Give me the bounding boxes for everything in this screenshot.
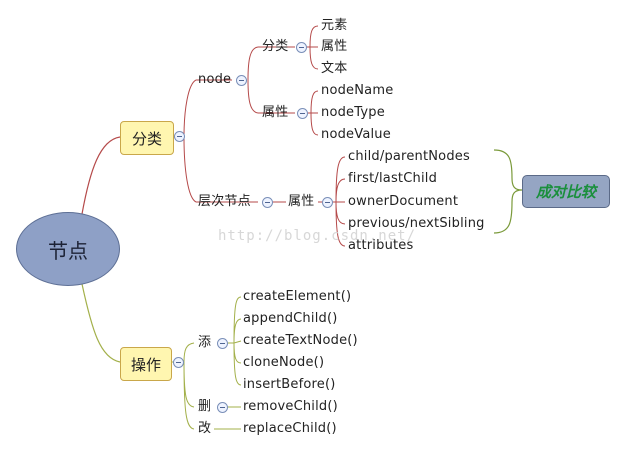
add-item[interactable]: cloneNode() xyxy=(243,355,325,370)
classify-hub[interactable]: 分类 xyxy=(120,121,174,155)
add-label[interactable]: 添 xyxy=(198,335,212,350)
add-item[interactable]: appendChild() xyxy=(243,311,338,326)
node-attribute-item[interactable]: nodeType xyxy=(321,105,385,120)
add-item[interactable]: createElement() xyxy=(243,289,352,304)
compare-bracket xyxy=(493,149,523,234)
add-item[interactable]: createTextNode() xyxy=(243,333,358,348)
category-label[interactable]: 分类 xyxy=(262,39,289,54)
pair-compare-callout[interactable]: 成对比较 xyxy=(522,175,610,208)
add-collapse-icon[interactable] xyxy=(217,338,228,349)
category-item[interactable]: 元素 xyxy=(321,18,348,33)
operations-collapse-icon[interactable] xyxy=(173,357,184,368)
node-attribute-item[interactable]: nodeName xyxy=(321,83,394,98)
hierarchy-attribute-item[interactable]: first/lastChild xyxy=(348,171,438,186)
operations-bracket xyxy=(183,342,195,430)
modify-label[interactable]: 改 xyxy=(198,421,212,436)
category-item[interactable]: 属性 xyxy=(321,39,348,54)
delete-item[interactable]: removeChild() xyxy=(243,399,338,414)
hierarchy-attribute-item[interactable]: attributes xyxy=(348,238,414,253)
root-to-classify-line xyxy=(81,136,121,215)
node-attribute-item[interactable]: nodeValue xyxy=(321,127,391,142)
hierarchy-attribute-item[interactable]: child/parentNodes xyxy=(348,149,470,164)
hierarchy-attributes-bracket xyxy=(335,156,346,247)
delete-label[interactable]: 删 xyxy=(198,399,212,414)
add-item[interactable]: insertBefore() xyxy=(243,377,336,392)
classify-collapse-icon[interactable] xyxy=(174,131,185,142)
node-collapse-icon[interactable] xyxy=(236,75,247,86)
hierarchy-collapse-icon[interactable] xyxy=(262,197,273,208)
node-label[interactable]: node xyxy=(198,72,232,87)
node-attributes-collapse-icon[interactable] xyxy=(297,108,308,119)
category-bracket xyxy=(309,25,319,70)
root-to-operations-line xyxy=(81,283,121,363)
category-collapse-icon[interactable] xyxy=(296,42,307,53)
hierarchy-attributes-collapse-icon[interactable] xyxy=(322,197,333,208)
node-attributes-bracket xyxy=(310,90,319,136)
hierarchy-attributes-label[interactable]: 属性 xyxy=(288,194,315,209)
operations-hub[interactable]: 操作 xyxy=(120,347,172,381)
root-node[interactable]: 节点 xyxy=(16,212,120,286)
node-attributes-label[interactable]: 属性 xyxy=(262,105,289,120)
add-bracket xyxy=(233,296,242,386)
delete-collapse-icon[interactable] xyxy=(217,402,228,413)
watermark-text: http://blog.csdn.net/ xyxy=(218,228,417,244)
hierarchy-attribute-item[interactable]: ownerDocument xyxy=(348,194,459,209)
hierarchy-label[interactable]: 层次节点 xyxy=(198,194,251,209)
classify-bracket xyxy=(183,79,197,203)
modify-item[interactable]: replaceChild() xyxy=(243,421,337,436)
node-bracket xyxy=(247,46,259,114)
hierarchy-attribute-item[interactable]: previous/nextSibling xyxy=(348,216,485,231)
category-item[interactable]: 文本 xyxy=(321,61,348,76)
